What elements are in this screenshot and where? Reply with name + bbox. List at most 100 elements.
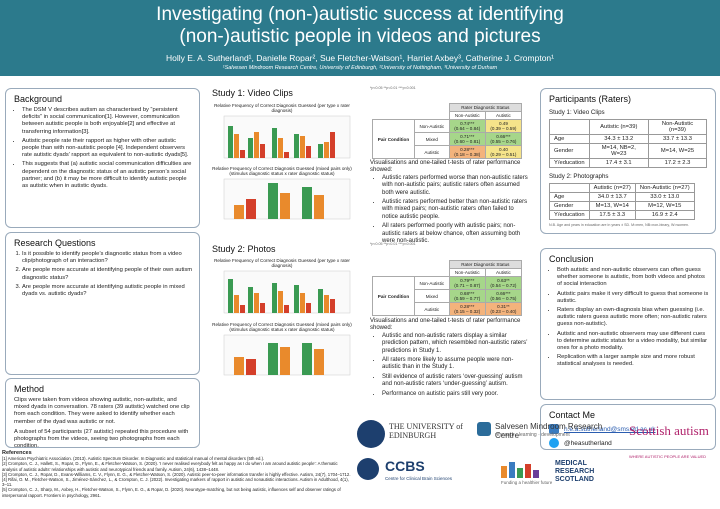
list-item: Autistic raters performed worse than non… [382, 175, 530, 197]
twitter-icon [549, 438, 559, 448]
bar [246, 198, 256, 219]
affiliations: ¹Salvesen Mindroom Research Centre, Univ… [222, 65, 498, 71]
references: References [1] American Psychiatric Asso… [2, 450, 352, 498]
email-link[interactable]: h.e.a.sutherland@sms.ed.ac.uk [564, 425, 656, 433]
bar [306, 145, 311, 158]
reference-item: [2] Crompton, C. J., Hallett, S., Ropar,… [2, 461, 338, 472]
mrs-bars-icon [501, 462, 547, 478]
table-cell: M=14, W=25 [647, 143, 708, 159]
bar [302, 342, 312, 375]
cell-value: 0.79*** [460, 278, 475, 283]
bar [314, 194, 324, 219]
authors: Holly E. A. Sutherland¹, Danielle Ropar²… [165, 53, 554, 63]
bar [228, 278, 233, 313]
list-item: Autistic and non-autistic observers may … [557, 331, 709, 353]
research-questions-section: Research Questions Is it possible to ide… [5, 232, 200, 375]
table-cell: 0.40(0.29 – 0.51) [484, 145, 523, 159]
table-row: Pair Condition Non-Autistic 0.79***(0.71… [372, 276, 523, 316]
table-cell: 0.79***(0.71 – 0.87) [448, 276, 486, 290]
cell-ci: (0.64 – 0.84) [454, 126, 481, 131]
bar [300, 292, 305, 313]
table-col: Non-Autistic [448, 268, 486, 277]
cell-ci: (0.18 – 0.38) [454, 152, 481, 157]
bar [314, 348, 324, 375]
table-cell: 0.66***(0.56 – 0.75) [484, 289, 523, 303]
bar [302, 186, 312, 219]
bar [324, 294, 329, 313]
reference-item: [1] American Psychiatric Association. (2… [2, 456, 265, 462]
bar-group [228, 125, 335, 158]
findings-intro: Visualisations and one-tailed t-tests of… [370, 160, 521, 174]
study2-chart2-svg [223, 334, 351, 376]
table-header: Rater Diagnostic Status [448, 260, 523, 269]
bar [228, 125, 233, 158]
table-col [549, 119, 590, 135]
bar [240, 304, 245, 313]
study2-chart1: Relative Frequency of Correct Diagnosis … [212, 258, 352, 320]
ccbs-logo-text: CCBS [385, 458, 425, 474]
bar [268, 342, 278, 375]
chart-title: Relative Frequency of Correct Diagnosis … [214, 258, 350, 269]
logos-strip: THE UNIVERSITY of EDINBURGH Salvesen Min… [355, 418, 720, 509]
bar [318, 143, 323, 158]
bar [234, 204, 244, 219]
bar [278, 137, 283, 158]
contact-twitter-row[interactable]: @heasutherland [549, 438, 707, 448]
table-col: Non-Autistic (n=39) [647, 119, 708, 135]
bar [294, 133, 299, 158]
salvesen-icon [477, 422, 491, 436]
study2-note: *p<0.05 **p<0.01 ***p<0.001 [370, 242, 416, 246]
findings-intro: Visualisations and one-tailed t-tests of… [370, 318, 521, 332]
cell-value: 0.66*** [496, 291, 511, 296]
salvesen-logo-text: Salvesen Mindroom Research Centre [495, 422, 603, 440]
list-item: This suggests that (a) autistic social c… [22, 161, 193, 190]
bar [260, 143, 265, 158]
contact-section: Contact Me h.e.a.sutherland@sms.ed.ac.uk… [540, 404, 716, 450]
bar [248, 286, 253, 313]
method-title: Method [14, 384, 45, 394]
list-item: The DSM V describes autism as characteri… [22, 107, 193, 136]
background-section: Background The DSM V describes autism as… [5, 88, 200, 228]
table-cell: Y/education [549, 210, 590, 220]
row-label: Autistic [413, 302, 450, 316]
participants-note: N.B. Age and years in education are in y… [549, 223, 690, 227]
table-cell: 0.31**(0.23 – 0.40) [484, 302, 523, 316]
table-cell: 17.4 ± 3.1 [588, 158, 649, 168]
table-cell: Age [549, 134, 590, 144]
table-cell: Y/education [549, 158, 590, 168]
twitter-handle[interactable]: @heasutherland [564, 439, 612, 447]
table-col: Non-Autistic (n=27) [634, 183, 695, 193]
bar [234, 133, 239, 158]
conclusion-list: Both autistic and non-autistic observers… [541, 267, 715, 369]
table-cell: M=13, W=14 [588, 201, 636, 211]
list-item: Still evidence of autistic raters ‘over-… [382, 374, 530, 389]
cell-ci: (0.71 – 0.87) [454, 283, 481, 288]
contact-email-row[interactable]: h.e.a.sutherland@sms.ed.ac.uk [549, 424, 707, 434]
background-title: Background [14, 94, 63, 104]
table-cell: 16.9 ± 2.4 [634, 210, 695, 220]
poster-title-line1: Investigating (non-)autistic success at … [156, 4, 564, 25]
scottish-autism-logo-text: Scottish autism [629, 423, 709, 438]
study1-findings: Visualisations and one-tailed t-tests of… [370, 160, 530, 247]
edinburgh-logo-text: THE UNIVERSITY of EDINBURGH [389, 422, 463, 440]
bar [284, 304, 289, 313]
table-row: Pair Condition Non-Autistic 0.74***(0.64… [372, 119, 523, 159]
ccbs-subtitle: Centre for Clinical Brain Sciences [385, 476, 453, 481]
cell-value: 0.49 [498, 121, 508, 126]
table-col: Autistic (n=39) [588, 119, 649, 135]
bar [248, 137, 253, 158]
bar [254, 292, 259, 313]
table-group: Pair Condition [372, 276, 415, 316]
table-row: Autistic 0.28***(0.18 – 0.38) 0.40(0.29 … [373, 145, 523, 159]
bar [294, 284, 299, 313]
participants-s1-title: Study 1: Video Clips [549, 109, 605, 116]
table-row: Mixed 0.68***(0.59 – 0.77) 0.66***(0.56 … [373, 289, 523, 303]
study1-stats-table: Rater Diagnostic Status Non-Autistic Aut… [372, 103, 523, 159]
study1-chart2: Relative Frequency of Correct Diagnosis … [212, 166, 352, 231]
study2-chart2: Relative Frequency of Correct Diagnosis … [212, 322, 352, 387]
table-group: Pair Condition [372, 119, 415, 159]
table-col: Autistic (n=27) [588, 183, 636, 193]
